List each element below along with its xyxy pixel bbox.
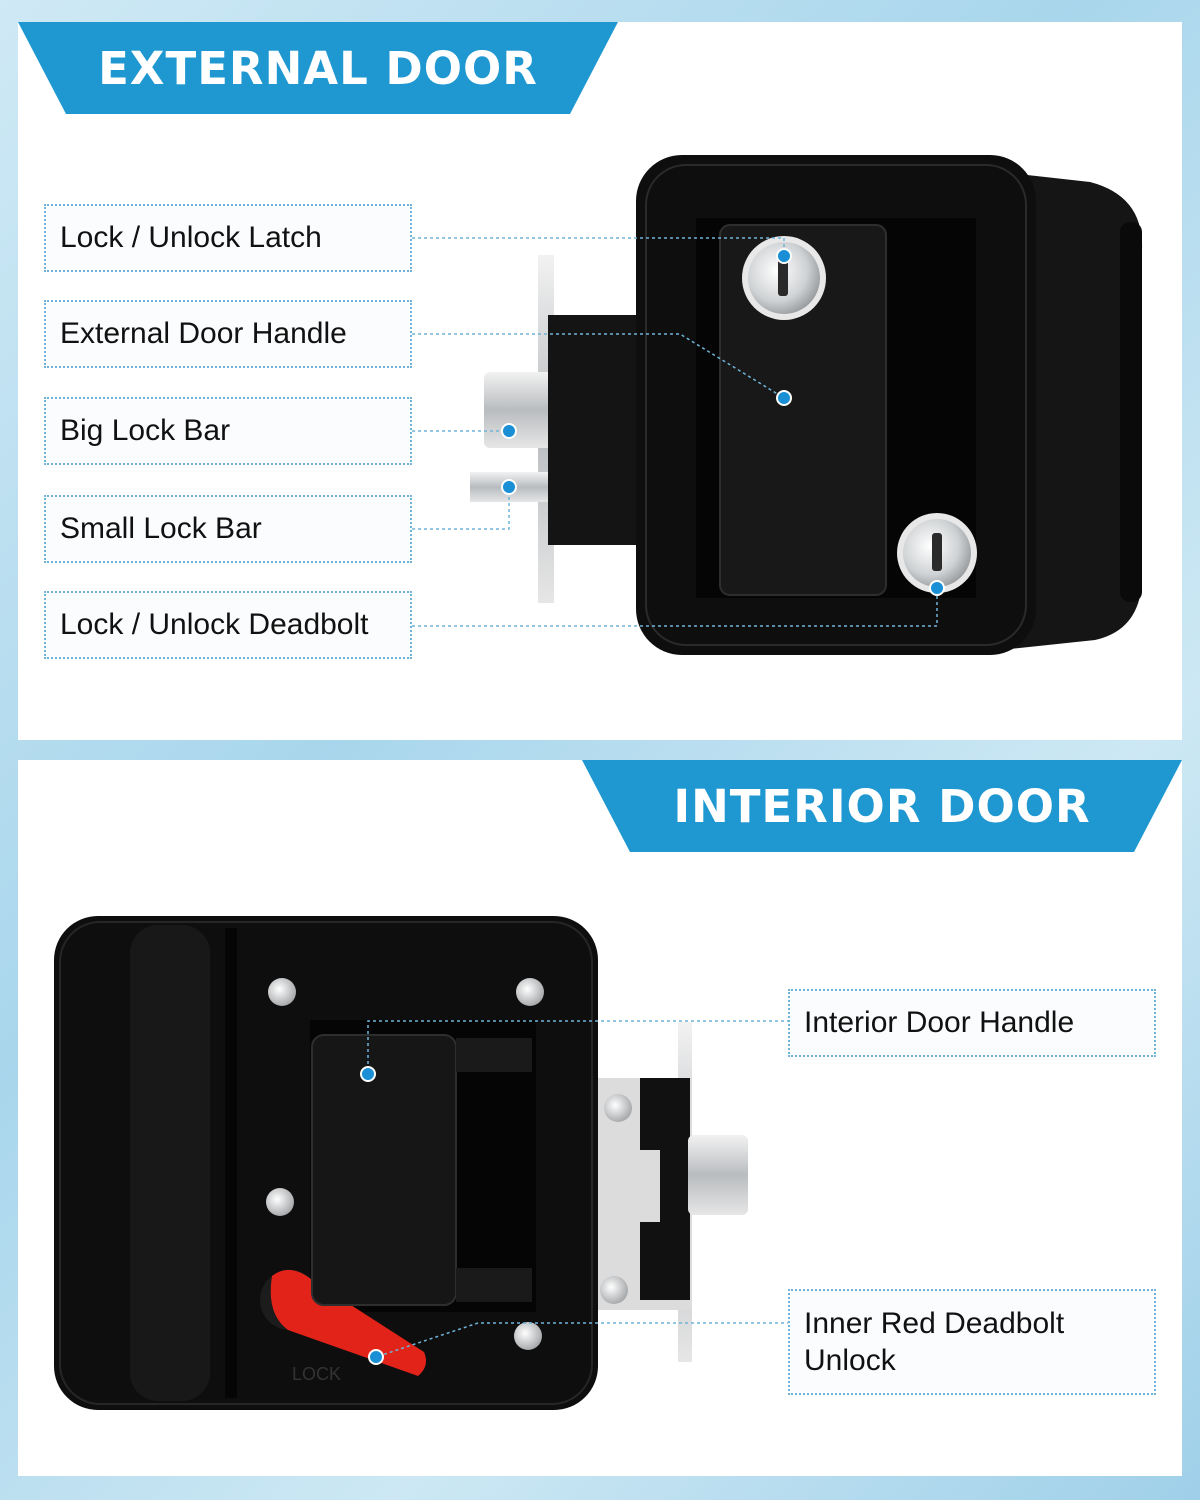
callout-label: Interior Door Handle xyxy=(804,1006,1075,1040)
callout-big-lock-bar: Big Lock Bar xyxy=(44,397,412,465)
callout-inner-red-deadbolt-unlock: Inner Red Deadbolt Unlock xyxy=(788,1289,1156,1395)
callout-label: Lock / Unlock Latch xyxy=(60,221,322,255)
callout-label: Lock / Unlock Deadbolt xyxy=(60,608,369,642)
external-door-title: EXTERNAL DOOR xyxy=(98,41,538,95)
callout-interior-door-handle: Interior Door Handle xyxy=(788,989,1156,1057)
callout-small-lock-bar: Small Lock Bar xyxy=(44,495,412,563)
callout-external-door-handle: External Door Handle xyxy=(44,300,412,368)
callout-label: Inner Red Deadbolt Unlock xyxy=(804,1306,1065,1378)
interior-door-title: INTERIOR DOOR xyxy=(673,779,1091,833)
external-door-banner: EXTERNAL DOOR xyxy=(18,22,618,114)
callout-lock-unlock-latch: Lock / Unlock Latch xyxy=(44,204,412,272)
callout-label: Small Lock Bar xyxy=(60,512,262,546)
callout-label: External Door Handle xyxy=(60,317,347,351)
callout-lock-unlock-deadbolt: Lock / Unlock Deadbolt xyxy=(44,591,412,659)
callout-label: Big Lock Bar xyxy=(60,414,231,448)
interior-door-banner: INTERIOR DOOR xyxy=(582,760,1182,852)
